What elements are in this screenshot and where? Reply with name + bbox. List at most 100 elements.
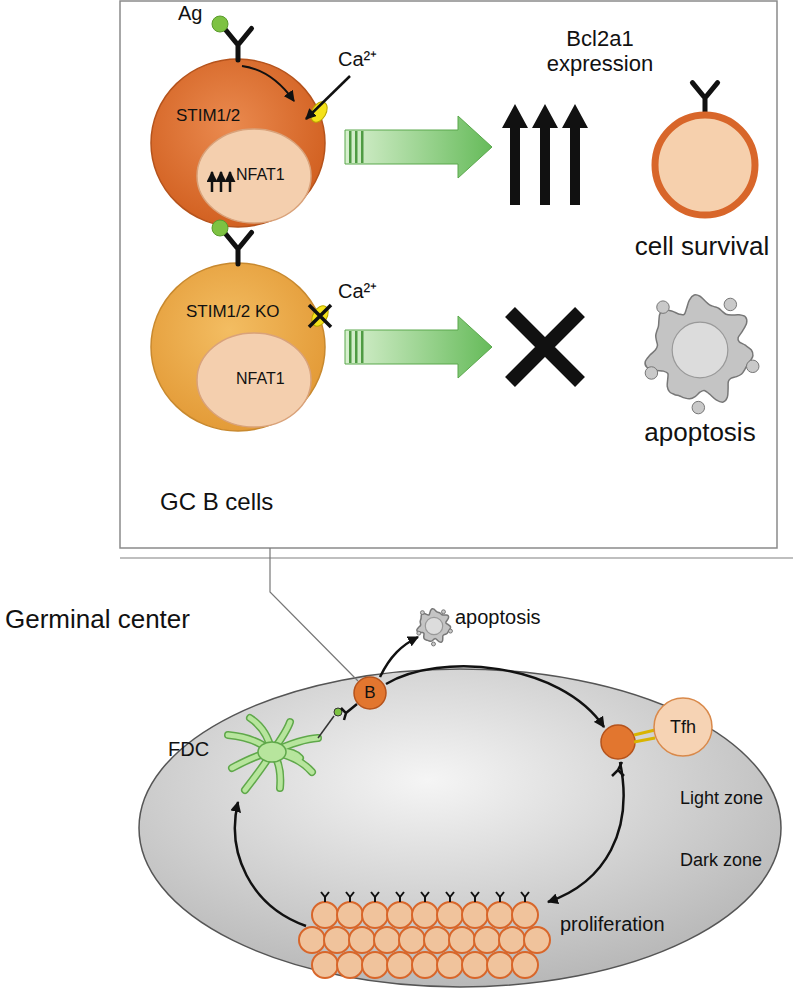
shape-fill bbox=[354, 677, 386, 709]
cell-label: FDC bbox=[168, 738, 209, 761]
proliferating-cell bbox=[512, 902, 538, 928]
ion-label: Ca²⁺ bbox=[338, 48, 377, 71]
proliferating-cell bbox=[387, 902, 413, 928]
nucleus: NFAT1 bbox=[196, 128, 312, 224]
fdc-body bbox=[258, 742, 286, 762]
apoptotic-nucleus bbox=[425, 617, 442, 634]
proliferating-cell bbox=[362, 952, 388, 978]
node-label: B bbox=[364, 683, 375, 703]
arrow-stripe bbox=[361, 131, 364, 163]
proliferating-cell bbox=[512, 952, 538, 978]
calcium-channel bbox=[307, 99, 330, 125]
node-label: Tfh bbox=[670, 717, 696, 738]
bcr-receptor bbox=[521, 892, 529, 902]
apoptotic-nucleus bbox=[672, 322, 728, 378]
increase-arrow bbox=[532, 104, 558, 205]
divider-line bbox=[120, 557, 793, 559]
proliferating-cell bbox=[324, 927, 350, 953]
apoptotic-cell bbox=[645, 295, 753, 402]
bcr-receptor bbox=[471, 892, 479, 902]
node-label: NFAT1 bbox=[236, 370, 285, 388]
proliferating-cell bbox=[337, 952, 363, 978]
proliferating-cell bbox=[312, 902, 338, 928]
shape-fill bbox=[197, 129, 311, 223]
nucleus: NFAT1 bbox=[196, 332, 312, 428]
fdc-receptor bbox=[318, 716, 334, 738]
proliferating-cell bbox=[437, 952, 463, 978]
apoptotic-body bbox=[724, 298, 736, 310]
cycle-arrow bbox=[548, 762, 624, 902]
bcr-receptor bbox=[225, 233, 252, 265]
calcium-channel bbox=[308, 303, 331, 329]
arrow-stripe bbox=[355, 131, 358, 163]
ion-label: Ca²⁺ bbox=[338, 280, 377, 303]
proliferating-cell bbox=[487, 952, 513, 978]
bcr-receptor bbox=[421, 892, 429, 902]
channel-cross bbox=[309, 305, 331, 327]
apoptotic-body bbox=[449, 629, 453, 633]
apoptotic-cell bbox=[417, 609, 451, 643]
proliferating-cell bbox=[487, 902, 513, 928]
block-arrow bbox=[345, 116, 492, 178]
increase-arrow bbox=[229, 172, 232, 192]
increase-arrow bbox=[220, 172, 223, 192]
antigen-dot bbox=[212, 220, 228, 236]
shape-fill bbox=[151, 59, 325, 227]
arrow-stripe bbox=[349, 131, 352, 163]
shape-fill bbox=[197, 333, 311, 427]
knockout-b-cell: STIM1/2 KO NFAT1 bbox=[150, 262, 326, 432]
bcr-receptor bbox=[346, 892, 354, 902]
apoptotic-body bbox=[692, 401, 704, 413]
antigen-label: Ag bbox=[178, 2, 202, 25]
node-label: STIM1/2 bbox=[176, 106, 240, 126]
proliferating-cell bbox=[337, 902, 363, 928]
tfh-cell: Tfh bbox=[653, 697, 713, 757]
proliferating-cell bbox=[462, 902, 488, 928]
apoptotic-body bbox=[746, 360, 758, 372]
arrow-stripe bbox=[349, 331, 352, 363]
proliferating-cell bbox=[387, 952, 413, 978]
node-label: NFAT1 bbox=[236, 166, 285, 184]
increase-arrow bbox=[211, 172, 214, 192]
apoptotic-body bbox=[645, 367, 657, 379]
b-cell bbox=[601, 725, 635, 759]
panel-label: GC B cells bbox=[160, 488, 273, 516]
proliferating-cell bbox=[474, 927, 500, 953]
germinal-center: Germinal centerBTfh bbox=[138, 668, 782, 988]
proliferating-cell bbox=[349, 927, 375, 953]
bcr-receptor bbox=[341, 704, 357, 720]
proliferating-cell bbox=[424, 927, 450, 953]
shape-fill bbox=[151, 263, 325, 431]
apoptotic-body bbox=[420, 611, 424, 615]
proliferating-cell bbox=[374, 927, 400, 953]
zone-label: Dark zone bbox=[680, 850, 762, 871]
bcr-receptor bbox=[446, 892, 454, 902]
apoptotic-body bbox=[657, 301, 669, 313]
bcr-receptor bbox=[496, 892, 504, 902]
cycle-arrow bbox=[386, 666, 604, 727]
process-label: proliferation bbox=[560, 913, 665, 936]
bcr-receptor bbox=[371, 892, 379, 902]
outcome-label: apoptosis bbox=[640, 418, 760, 448]
shape-fill bbox=[139, 669, 781, 987]
proliferating-cell bbox=[412, 952, 438, 978]
arrow-stripe bbox=[355, 331, 358, 363]
bcr-receptor bbox=[321, 892, 329, 902]
proliferating-cell bbox=[524, 927, 550, 953]
node-label: STIM1/2 KO bbox=[186, 302, 280, 322]
tcr-mhc-contact bbox=[634, 730, 655, 742]
bcr-receptor bbox=[692, 83, 717, 112]
leader-line bbox=[270, 548, 358, 681]
proliferating-cell bbox=[299, 927, 325, 953]
cycle-arrow bbox=[380, 637, 418, 677]
antigen-dot bbox=[212, 16, 228, 32]
block-cross bbox=[510, 312, 580, 382]
bcr-receptor bbox=[396, 892, 404, 902]
process-label: apoptosis bbox=[455, 606, 541, 629]
signal-arrow bbox=[242, 66, 294, 101]
proliferating-cell bbox=[462, 952, 488, 978]
b-cell: STIM1/2NFAT1 bbox=[150, 58, 326, 228]
cycle-arrow bbox=[235, 802, 306, 926]
bcr-receptor bbox=[225, 29, 252, 61]
panel-frame bbox=[120, 1, 777, 548]
